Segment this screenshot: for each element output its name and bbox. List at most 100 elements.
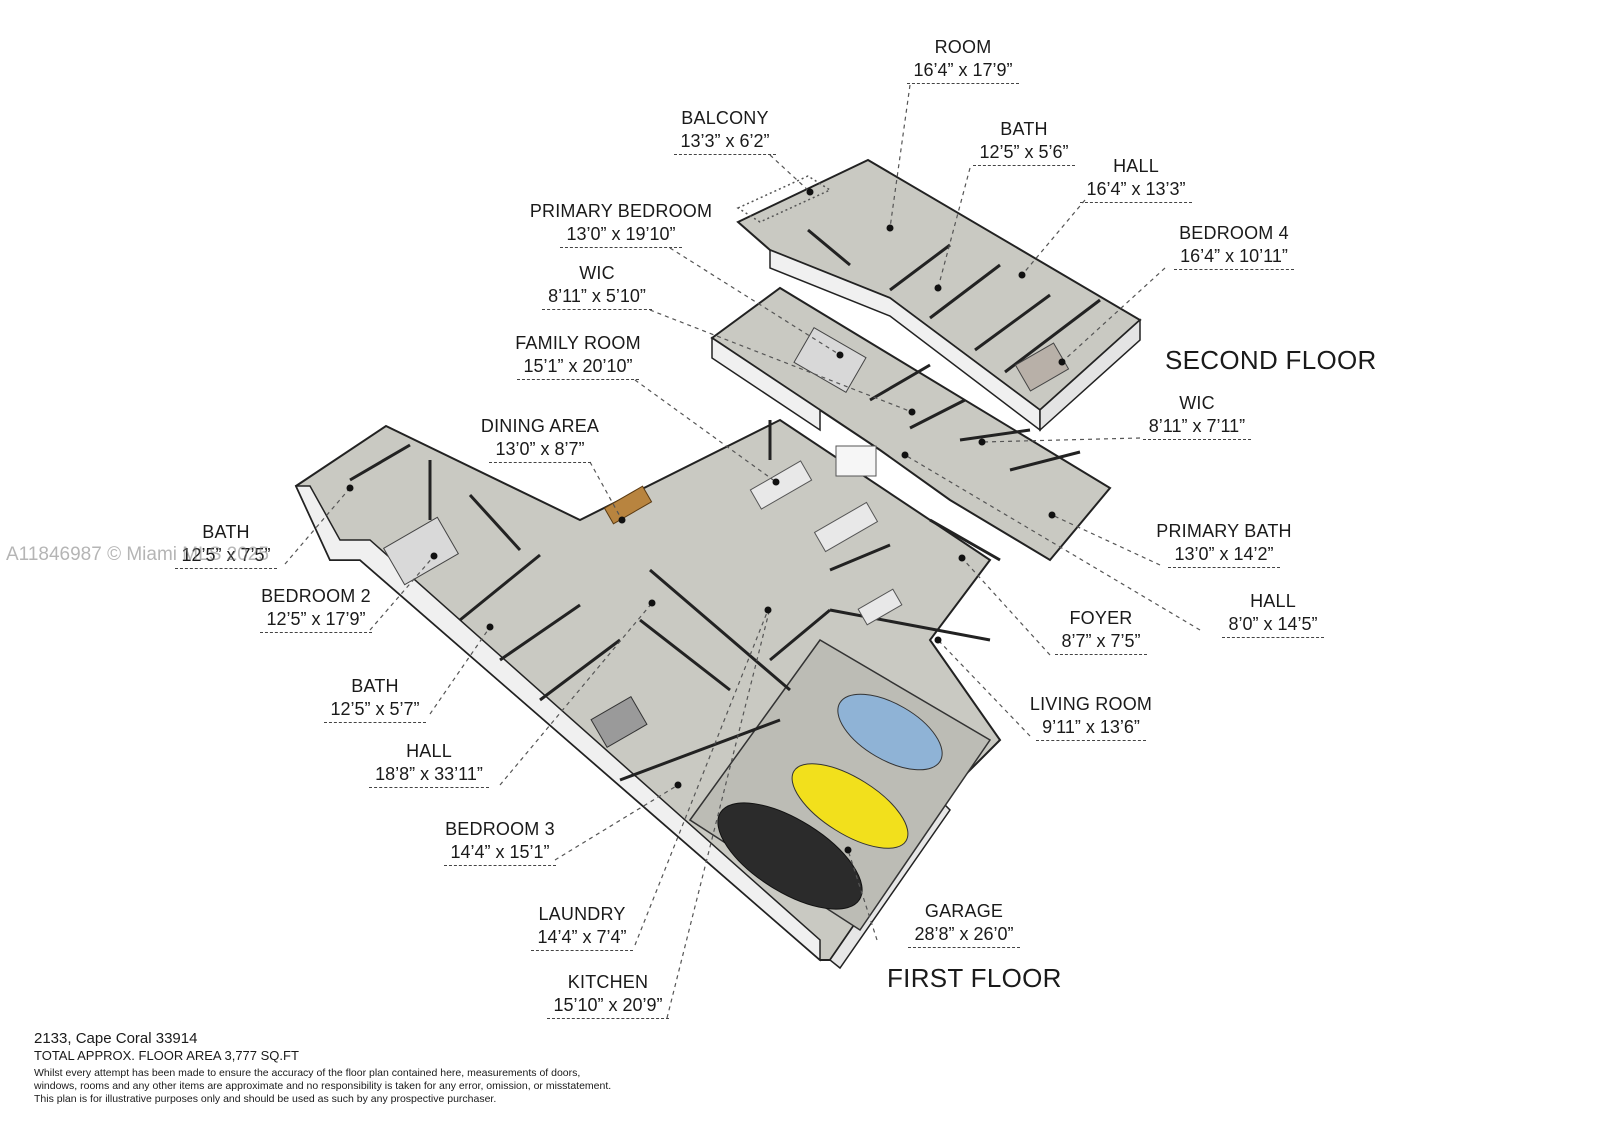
label-bedroom-2: BEDROOM 2 12’5” x 17’9” xyxy=(206,585,426,633)
room-dims: 14’4” x 7’4” xyxy=(531,925,633,951)
label-bedroom-4: BEDROOM 4 16’4” x 10’11” xyxy=(1124,222,1344,270)
room-dims: 12’5” x 17’9” xyxy=(260,607,372,633)
partition xyxy=(829,543,891,572)
room-name: BATH xyxy=(351,676,399,696)
room-name: BATH xyxy=(202,522,250,542)
label-bath-upper: BATH 12’5” x 5’6” xyxy=(914,118,1134,166)
room-name: BEDROOM 2 xyxy=(261,586,371,606)
partition xyxy=(459,553,541,622)
room-name: BALCONY xyxy=(681,108,769,128)
room-name: HALL xyxy=(406,741,452,761)
partition xyxy=(974,293,1051,352)
plan-footer: 2133, Cape Coral 33914 TOTAL APPROX. FLO… xyxy=(34,1030,714,1106)
room-dims: 12’5” x 5’6” xyxy=(973,140,1075,166)
label-primary-bath: PRIMARY BATH 13’0” x 14’2” xyxy=(1114,520,1334,568)
disclaimer: Whilst every attempt has been made to en… xyxy=(34,1067,714,1106)
car-yellow-icon xyxy=(791,763,909,849)
room-name: HALL xyxy=(1250,591,1296,611)
label-hall-right: HALL 8’0” x 14’5” xyxy=(1163,590,1383,638)
label-dining-area: DINING AREA 13’0” x 8’7” xyxy=(430,415,650,463)
room-dims: 14’4” x 15’1” xyxy=(444,840,556,866)
room-markers xyxy=(346,188,1066,854)
label-bath-mid: BATH 12’5” x 5’7” xyxy=(265,675,485,723)
total-floor-area: TOTAL APPROX. FLOOR AREA 3,777 SQ.FT xyxy=(34,1048,299,1063)
room-name: GARAGE xyxy=(924,901,1004,921)
partition xyxy=(769,608,831,662)
first-floor-title: FIRST FLOOR xyxy=(887,963,1062,993)
mls-watermark: A11846987 © Miami MLS 2025 xyxy=(6,544,269,565)
room-dims: 12’5” x 7’5” xyxy=(175,543,277,569)
room-name: LIVING ROOM xyxy=(1029,694,1153,714)
second-floor-upper-wall-right xyxy=(1039,318,1141,432)
room-name: PRIMARY BATH xyxy=(1156,521,1292,541)
partition xyxy=(499,603,581,662)
label-garage: GARAGE 28’8” x 26’0” xyxy=(854,900,1074,948)
label-family-room: FAMILY ROOM 15’1” x 20’10” xyxy=(468,332,688,380)
room-dims: 16’4” x 10’11” xyxy=(1174,244,1294,270)
label-foyer: FOYER 8’7” x 7’5” xyxy=(991,607,1211,655)
room-name: ROOM xyxy=(934,37,992,57)
label-laundry: LAUNDRY 14’4” x 7’4” xyxy=(472,903,692,951)
partition xyxy=(869,363,931,402)
room-dims: 13’0” x 19’10” xyxy=(560,222,682,248)
partition xyxy=(807,228,851,267)
partition xyxy=(468,493,522,552)
room-name: FAMILY ROOM xyxy=(515,333,641,353)
room-dims: 8’11” x 5’10” xyxy=(542,284,652,310)
car-black-icon xyxy=(717,802,863,910)
balcony-railing xyxy=(736,175,832,223)
room-dims: 8’11” x 7’11” xyxy=(1142,414,1252,440)
room-name: BEDROOM 3 xyxy=(445,819,555,839)
label-balcony: BALCONY 13’3” x 6’2” xyxy=(615,107,835,155)
disclaimer-line: This plan is for illustrative purposes o… xyxy=(34,1093,497,1105)
room-dims: 13’0” x 14’2” xyxy=(1168,542,1280,568)
bed-icon xyxy=(382,516,460,586)
room-dims: 16’4” x 13’3” xyxy=(1080,177,1192,203)
sofa-icon xyxy=(749,460,813,510)
room-dims: 9’11” x 13’6” xyxy=(1036,715,1146,741)
partition xyxy=(1004,298,1101,374)
label-hall-upper: HALL 16’4” x 13’3” xyxy=(1026,155,1246,203)
dining-table-icon xyxy=(603,485,653,525)
washer-icon xyxy=(590,695,648,749)
room-dims: 15’10” x 20’9” xyxy=(547,993,669,1019)
room-dims: 18’8” x 33’11” xyxy=(369,762,489,788)
room-dims: 12’5” x 5’7” xyxy=(324,697,426,723)
sofa-icon xyxy=(857,588,903,626)
room-name: KITCHEN xyxy=(567,972,649,992)
room-dims: 28’8” x 26’0” xyxy=(908,922,1020,948)
room-name: WIC xyxy=(1179,393,1215,413)
second-floor-middle-wall xyxy=(711,336,821,432)
partition xyxy=(829,608,991,642)
disclaimer-line: Whilst every attempt has been made to en… xyxy=(34,1067,581,1079)
room-name: FOYER xyxy=(1069,608,1133,628)
label-bath-left: BATH 12’5” x 7’5” xyxy=(116,521,336,569)
room-dims: 13’0” x 8’7” xyxy=(489,437,591,463)
room-dims: 13’3” x 6’2” xyxy=(674,129,776,155)
leader-lines xyxy=(284,84,1201,1019)
property-address: 2133, Cape Coral 33914 xyxy=(34,1030,198,1047)
room-name: WIC xyxy=(579,263,615,283)
partition xyxy=(349,443,411,482)
partition xyxy=(539,638,621,702)
room-name: PRIMARY BEDROOM xyxy=(529,201,713,221)
room-name: BATH xyxy=(1000,119,1048,139)
room-name: LAUNDRY xyxy=(538,904,626,924)
label-bedroom-3: BEDROOM 3 14’4” x 15’1” xyxy=(390,818,610,866)
bed-icon xyxy=(793,326,867,394)
partition xyxy=(619,718,781,782)
room-name: HALL xyxy=(1113,156,1159,176)
partition xyxy=(639,618,731,692)
room-dims: 15’1” x 20’10” xyxy=(517,354,639,380)
partition xyxy=(889,243,951,292)
room-name: BEDROOM 4 xyxy=(1179,223,1289,243)
partition xyxy=(929,518,1001,562)
room-dims: 16’4” x 17’9” xyxy=(907,58,1019,84)
sofa-icon xyxy=(813,501,879,553)
bed-icon xyxy=(1014,342,1070,392)
label-primary-bedroom: PRIMARY BEDROOM 13’0” x 19’10” xyxy=(511,200,731,248)
partition xyxy=(649,568,791,692)
first-floor-plan xyxy=(294,418,1002,970)
room-name: DINING AREA xyxy=(480,416,600,436)
